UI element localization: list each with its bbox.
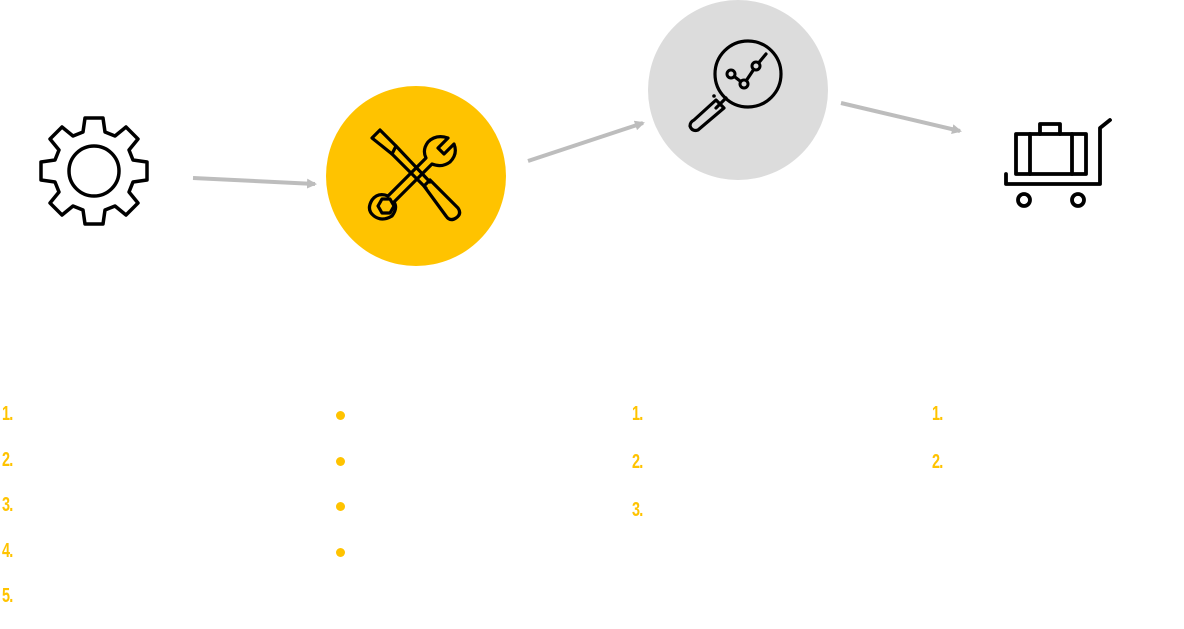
gear-icon [38,115,150,227]
list-item: 2. [2,447,262,493]
step-3-circle [648,0,828,180]
list-marker: 1. [2,403,13,425]
connector-arrows [192,101,962,189]
step-1-list: 1. 2. 3. 4. 5. [2,401,262,629]
luggage-cart-icon [1002,116,1114,212]
list-marker: 2. [2,448,13,471]
list-item [336,494,576,540]
list-item: 4. [2,538,262,584]
step-4-list: 1. 2. [932,401,1172,497]
list-item: 1. [932,401,1172,449]
list-marker: 1. [932,403,943,425]
list-item: 1. [2,401,262,447]
bullet-dot [336,456,345,466]
list-item: 2. [932,449,1172,497]
list-marker: 4. [2,539,13,562]
bullet-dot [336,547,345,557]
list-item: 3. [2,492,262,538]
list-item: 1. [632,401,872,449]
arrow-1 [192,176,317,189]
list-marker: 2. [932,451,943,473]
list-item [336,403,576,449]
bullet-dot [336,411,345,420]
magnifier-chart-icon [686,38,786,134]
process-diagram: 1. 2. 3. 4. 5. 1. 2. 3. 1. 2. [2,0,1172,607]
step-2-list [336,403,576,585]
bullet-dot [336,502,345,511]
list-marker: 2. [632,451,643,473]
step-3-list: 1. 2. 3. [632,401,872,545]
list-marker: 3. [632,499,643,521]
list-marker: 5. [2,585,13,607]
arrow-2 [527,120,645,163]
list-item: 3. [632,497,872,545]
list-item: 5. [2,583,262,629]
list-item: 2. [632,449,872,497]
list-item [336,540,576,586]
tools-icon [366,126,466,226]
list-marker: 1. [632,403,643,425]
list-marker: 3. [2,494,13,516]
list-item [336,449,576,495]
arrow-3 [840,101,962,135]
